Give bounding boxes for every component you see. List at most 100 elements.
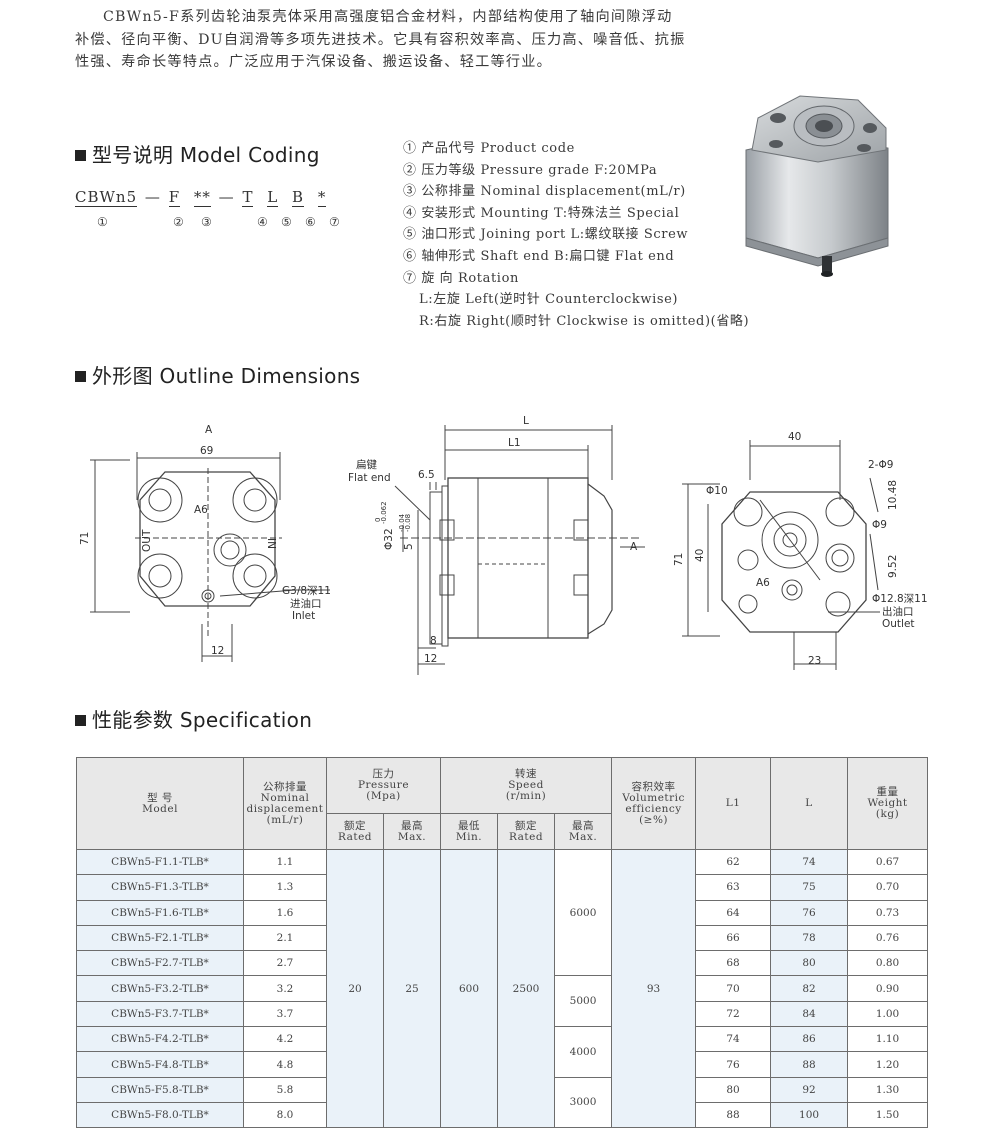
- flat-en: Flat end: [348, 472, 391, 484]
- code-number: ①: [97, 215, 108, 229]
- cell-displacement: 8.0: [243, 1101, 327, 1129]
- header-volumetric-efficiency: 容积效率 Volumetric efficiency (≥%): [611, 757, 697, 850]
- outline-title: 外形图 Outline Dimensions: [75, 360, 360, 389]
- cell-l1: 70: [695, 975, 772, 1002]
- cell-model: CBWn5-F3.2-TLB*: [76, 975, 244, 1002]
- cell-displacement: 1.1: [243, 848, 327, 876]
- cell-weight: 0.80: [847, 950, 929, 977]
- cell-model: CBWn5-F8.0-TLB*: [76, 1101, 244, 1129]
- cell-l: 84: [770, 1000, 849, 1028]
- specification-table: 型 号 Model 公称排量 Nominal displacement (mL/…: [76, 757, 929, 1129]
- code-number: ③: [201, 215, 212, 229]
- table-row: CBWn5-F3.7-TLB* 3.7 72 84 1.00: [76, 1000, 929, 1028]
- tolerance: -0.062: [380, 501, 388, 524]
- code-number: ②: [173, 215, 184, 229]
- cell-max-speed: 3000: [554, 1076, 613, 1129]
- cell-rated-speed: 2500: [497, 848, 556, 1129]
- cell-displacement: 2.7: [243, 950, 327, 977]
- cell-l: 92: [770, 1076, 849, 1103]
- cell-l1: 64: [695, 899, 772, 926]
- cell-model: CBWn5-F1.3-TLB*: [76, 874, 244, 901]
- legend-item: ④ 安装形式 Mounting T:特殊法兰 Special: [403, 205, 680, 221]
- cell-weight: 0.67: [847, 848, 929, 876]
- cell-max-speed: 5000: [554, 975, 613, 1028]
- dim-label: 40: [694, 549, 706, 562]
- port-label: IN: [265, 538, 277, 549]
- code-part: L: [267, 188, 279, 207]
- intro-line: 性强、寿命长等特点。广泛应用于汽保设备、搬运设备、轻工等行业。: [75, 54, 553, 70]
- cell-volumetric-efficiency: 93: [611, 848, 697, 1129]
- rear-view-right: [682, 440, 880, 670]
- cell-max-pressure: 25: [382, 848, 442, 1129]
- dim-label: 5: [403, 543, 415, 550]
- outlet-en: Outlet: [882, 618, 915, 630]
- legend-item: L:左旋 Left(逆时针 Counterclockwise): [419, 292, 679, 308]
- header-model: 型 号 Model: [76, 757, 244, 850]
- cell-weight: 1.30: [847, 1076, 929, 1103]
- code-part: F: [168, 188, 181, 207]
- cell-l: 75: [770, 874, 849, 901]
- cell-weight: 1.10: [847, 1026, 929, 1053]
- cell-displacement: 3.2: [243, 975, 327, 1002]
- cell-l1: 62: [695, 848, 772, 876]
- cell-displacement: 4.2: [243, 1026, 327, 1053]
- square-bullet-icon: [75, 150, 86, 161]
- cell-displacement: 1.6: [243, 899, 327, 926]
- inlet-cn: 进油口: [290, 597, 322, 610]
- dim-label: Φ9: [872, 519, 887, 531]
- cell-weight: 1.00: [847, 1000, 929, 1028]
- tolerance: 0: [374, 518, 382, 522]
- thread-label: G3/8深11: [282, 585, 331, 597]
- code-number: ⑦: [329, 215, 340, 229]
- model-coding-legend: ① 产品代号 Product code ② 压力等级 Pressure grad…: [403, 138, 749, 332]
- cell-displacement: 3.7: [243, 1000, 327, 1028]
- intro-line: 补偿、径向平衡、DU自润滑等多项先进技术。它具有容积效率高、压力高、噪音低、抗振: [75, 31, 686, 48]
- legend-item: ⑦ 旋 向 Rotation: [403, 270, 519, 286]
- cell-model: CBWn5-F4.2-TLB*: [76, 1026, 244, 1053]
- model-coding-title: 型号说明 Model Coding: [75, 139, 320, 168]
- dim-label: 71: [673, 553, 685, 566]
- code-part: *: [317, 188, 327, 207]
- cell-l1: 80: [695, 1076, 772, 1103]
- cell-l1: 68: [695, 950, 772, 977]
- code-part: —: [218, 188, 235, 206]
- cell-l: 80: [770, 950, 849, 977]
- code-part: **: [193, 188, 211, 207]
- dim-label: 10.48: [887, 480, 899, 510]
- square-bullet-icon: [75, 715, 86, 726]
- code-part: T: [242, 188, 254, 207]
- cell-weight: 0.90: [847, 975, 929, 1002]
- code-part: CBWn5: [75, 188, 138, 207]
- table-row: CBWn5-F4.8-TLB* 4.8 76 88 1.20: [76, 1051, 929, 1078]
- cell-l1: 63: [695, 874, 772, 901]
- header-weight: 重量 Weight (kg): [847, 757, 929, 850]
- dim-label: 9.52: [887, 555, 899, 578]
- dim-label: Φ10: [706, 485, 728, 497]
- header-speed: 转速 Speed (r/min): [440, 757, 613, 814]
- cell-model: CBWn5-F3.7-TLB*: [76, 1000, 244, 1028]
- cell-displacement: 2.1: [243, 924, 327, 952]
- table-row: CBWn5-F1.6-TLB* 1.6 64 76 0.73: [76, 899, 929, 926]
- cell-l: 76: [770, 899, 849, 926]
- table-row: CBWn5-F2.1-TLB* 2.1 66 78 0.76: [76, 924, 929, 952]
- cell-rated-pressure: 20: [326, 848, 384, 1129]
- code-part: —: [144, 188, 161, 206]
- cell-displacement: 1.3: [243, 874, 327, 901]
- code-number: ⑤: [281, 215, 292, 229]
- cell-weight: 1.20: [847, 1051, 929, 1078]
- flat-cn: 扁键: [356, 458, 377, 471]
- table-row: CBWn5-F2.7-TLB* 2.7 68 80 0.80: [76, 950, 929, 977]
- intro-line: CBWn5-F系列齿轮油泵壳体采用高强度铝合金材料，内部结构使用了轴向间隙浮动: [103, 9, 673, 25]
- dim-label: 69: [200, 445, 213, 457]
- inlet-en: Inlet: [292, 610, 315, 622]
- dim-label: L: [523, 415, 529, 427]
- cell-l1: 76: [695, 1051, 772, 1078]
- front-view-left: [90, 452, 330, 662]
- cell-model: CBWn5-F2.7-TLB*: [76, 950, 244, 977]
- side-view: [394, 425, 645, 675]
- legend-item: ⑤ 油口形式 Joining port L:螺纹联接 Screw: [403, 227, 689, 243]
- port-label: A6: [756, 577, 770, 589]
